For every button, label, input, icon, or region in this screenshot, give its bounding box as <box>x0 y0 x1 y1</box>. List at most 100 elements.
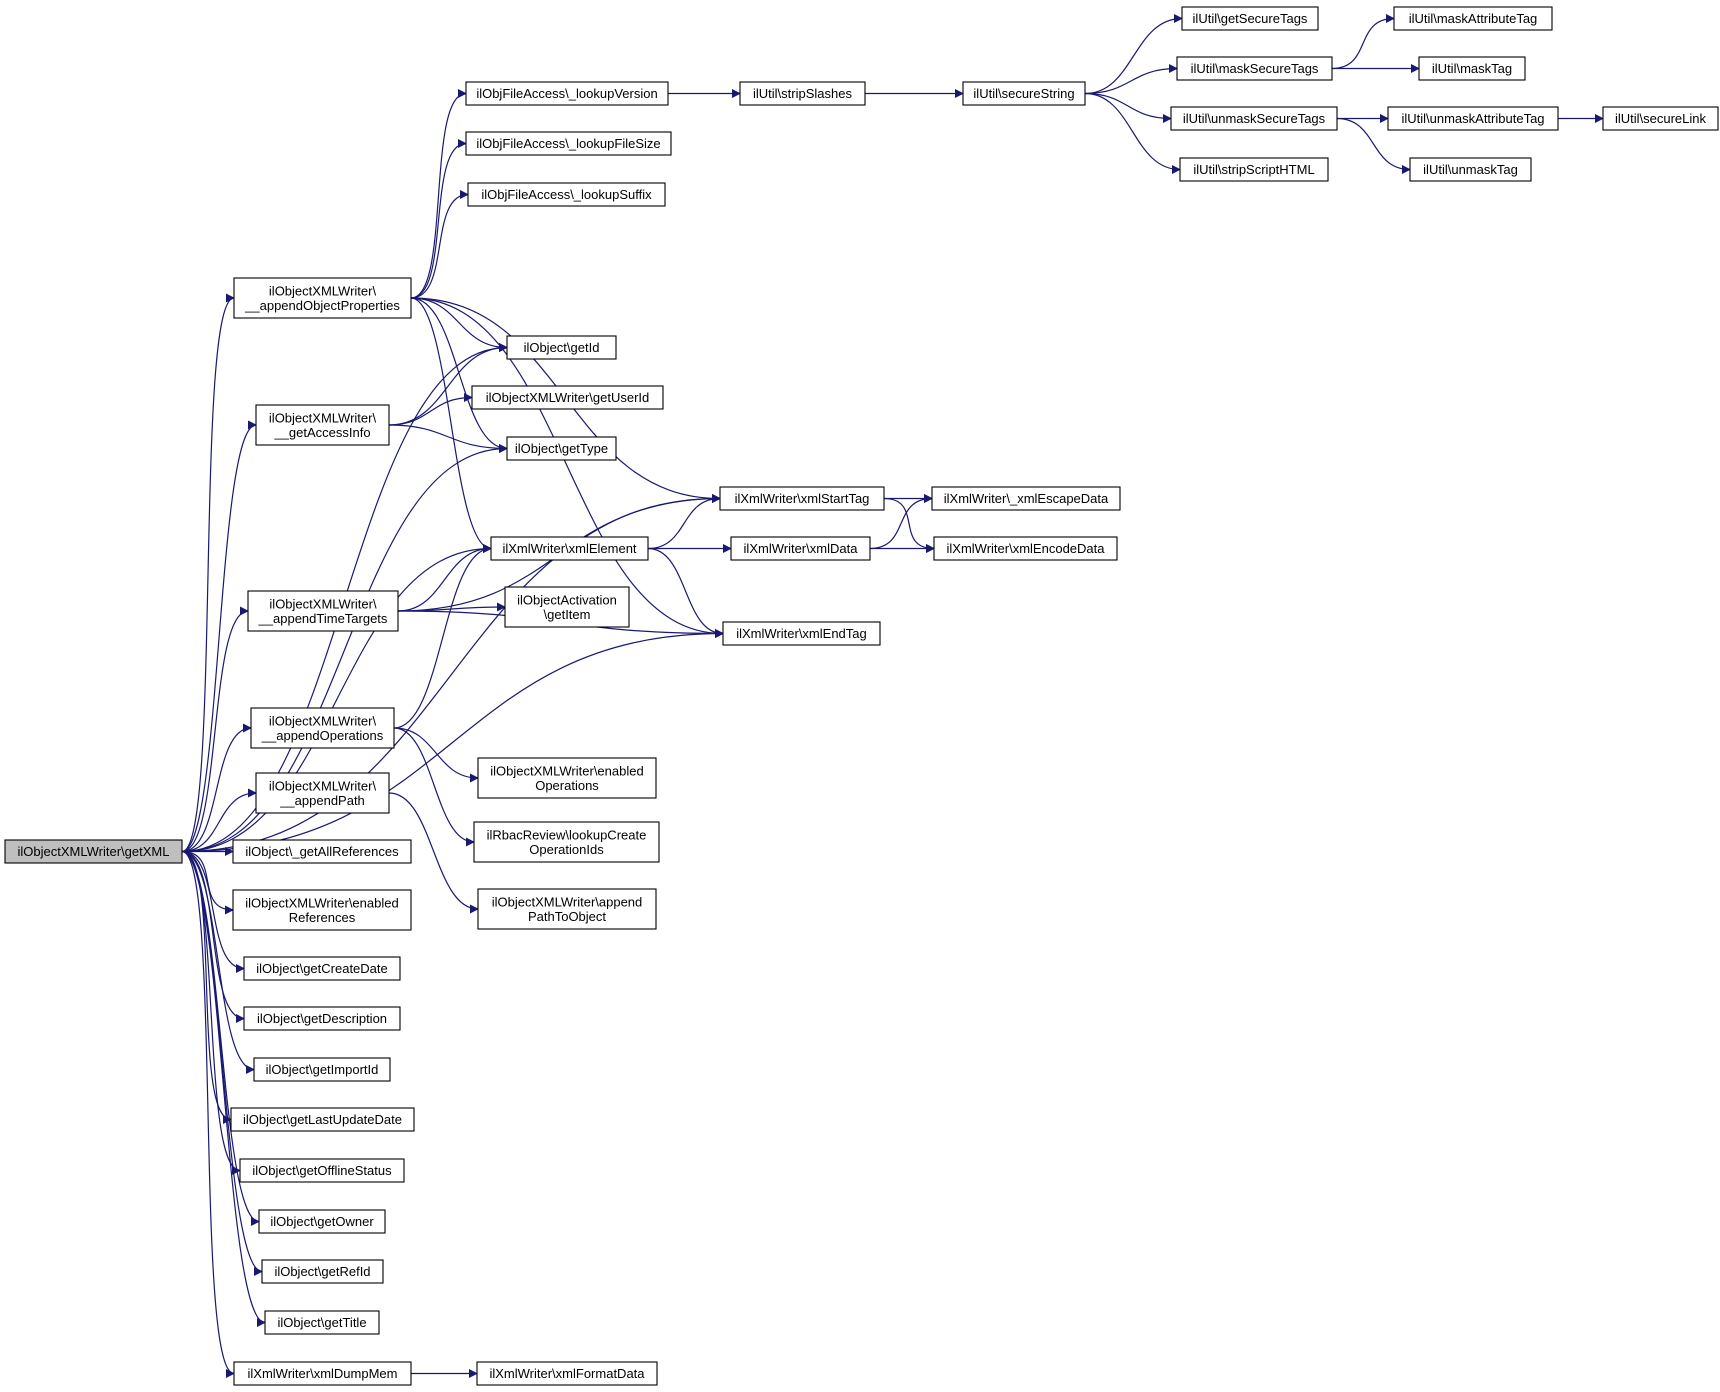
node-label-enabled-operations: Operations <box>535 778 599 793</box>
node-box-append-operations <box>250 707 395 749</box>
edge-append-time-targets-to-xml-element <box>397 544 492 612</box>
node-label-activation-get-item: \getItem <box>544 607 591 622</box>
node-label-append-path: ilObjectXMLWriter\ <box>269 778 377 793</box>
node-get-secure-tags[interactable]: ilUtil\getSecureTags <box>1181 6 1319 31</box>
node-append-time-targets[interactable]: ilObjectXMLWriter\__appendTimeTargets <box>247 590 399 632</box>
edge-xml-data-to-xml-escape-data <box>869 494 933 550</box>
node-get-all-references[interactable]: ilObject\_getAllReferences <box>232 839 412 864</box>
node-label-lookup-create-operation-ids: ilRbacReview\lookupCreate <box>487 827 647 842</box>
node-secure-string[interactable]: ilUtil\secureString <box>962 81 1086 106</box>
node-box-strip-script-html <box>1179 157 1329 182</box>
node-label-unmask-secure-tags: ilUtil\unmaskSecureTags <box>1183 111 1326 126</box>
node-xml-encode-data[interactable]: ilXmlWriter\xmlEncodeData <box>933 536 1118 561</box>
node-strip-script-html[interactable]: ilUtil\stripScriptHTML <box>1179 157 1329 182</box>
node-get-user-id[interactable]: ilObjectXMLWriter\getUserId <box>471 385 664 410</box>
node-unmask-attribute-tag[interactable]: ilUtil\unmaskAttributeTag <box>1387 106 1559 131</box>
node-strip-slashes[interactable]: ilUtil\stripSlashes <box>739 81 866 106</box>
node-get-create-date[interactable]: ilObject\getCreateDate <box>243 956 401 981</box>
edge-append-object-properties-to-xml-element <box>410 297 492 553</box>
node-lookup-version[interactable]: ilObjFileAccess\_lookupVersion <box>465 81 669 106</box>
node-xml-element[interactable]: ilXmlWriter\xmlElement <box>490 536 649 561</box>
edge-secure-string-to-unmask-secure-tags <box>1084 92 1172 123</box>
edge-append-object-properties-to-lookup-version <box>410 89 467 299</box>
nodes-layer: ilObjectXMLWriter\getXML ilObjectXMLWrite… <box>4 6 1719 1386</box>
edge-get-xml-to-append-operations <box>181 723 252 853</box>
node-label-get-import-id: ilObject\getImportId <box>266 1062 379 1077</box>
node-box-get-user-id <box>471 385 664 410</box>
edge-append-object-properties-to-xml-end-tag <box>410 297 724 638</box>
node-mask-attribute-tag[interactable]: ilUtil\maskAttributeTag <box>1393 6 1553 31</box>
node-get-ref-id[interactable]: ilObject\getRefId <box>261 1259 384 1284</box>
node-append-object-properties[interactable]: ilObjectXMLWriter\__appendObjectProperti… <box>233 277 412 319</box>
edge-xml-element-to-xml-end-tag <box>647 547 724 638</box>
node-box-enabled-operations <box>477 757 657 799</box>
node-label-secure-link: ilUtil\secureLink <box>1615 111 1707 126</box>
node-label-get-id: ilObject\getId <box>524 340 600 355</box>
node-activation-get-item[interactable]: ilObjectActivation\getItem <box>504 586 630 628</box>
node-get-import-id[interactable]: ilObject\getImportId <box>253 1057 391 1082</box>
node-get-xml[interactable]: ilObjectXMLWriter\getXML <box>4 839 183 864</box>
node-get-offline-status[interactable]: ilObject\getOfflineStatus <box>239 1158 405 1183</box>
edge-get-xml-to-xml-element <box>181 544 492 853</box>
edge-xml-element-to-xml-start-tag <box>647 494 721 550</box>
node-label-xml-element: ilXmlWriter\xmlElement <box>502 541 636 556</box>
node-label-append-object-properties: __appendObjectProperties <box>244 298 400 313</box>
node-xml-dump-mem[interactable]: ilXmlWriter\xmlDumpMem <box>233 1361 412 1386</box>
node-label-get-last-update-date: ilObject\getLastUpdateDate <box>243 1112 402 1127</box>
node-mask-secure-tags[interactable]: ilUtil\maskSecureTags <box>1176 56 1333 81</box>
node-box-get-secure-tags <box>1181 6 1319 31</box>
edge-unmask-secure-tags-to-unmask-tag <box>1336 117 1411 174</box>
node-append-path[interactable]: ilObjectXMLWriter\__appendPath <box>255 772 390 814</box>
node-get-description[interactable]: ilObject\getDescription <box>243 1006 401 1031</box>
node-label-secure-string: ilUtil\secureString <box>973 86 1074 101</box>
node-secure-link[interactable]: ilUtil\secureLink <box>1602 106 1719 131</box>
node-unmask-tag[interactable]: ilUtil\unmaskTag <box>1409 157 1532 182</box>
edge-xml-start-tag-to-xml-encode-data <box>883 497 935 553</box>
edge-get-access-info-to-get-type <box>388 424 508 453</box>
node-label-xml-end-tag: ilXmlWriter\xmlEndTag <box>736 626 867 641</box>
node-append-operations[interactable]: ilObjectXMLWriter\__appendOperations <box>250 707 395 749</box>
node-box-get-owner <box>258 1209 386 1234</box>
node-get-title[interactable]: ilObject\getTitle <box>264 1310 380 1335</box>
node-lookup-suffix[interactable]: ilObjFileAccess\_lookupSuffix <box>467 182 666 207</box>
node-unmask-secure-tags[interactable]: ilUtil\unmaskSecureTags <box>1170 106 1338 131</box>
node-label-get-secure-tags: ilUtil\getSecureTags <box>1193 11 1308 26</box>
node-label-get-title: ilObject\getTitle <box>277 1315 366 1330</box>
node-box-strip-slashes <box>739 81 866 106</box>
node-get-type[interactable]: ilObject\getType <box>506 436 617 461</box>
node-get-last-update-date[interactable]: ilObject\getLastUpdateDate <box>230 1107 415 1132</box>
node-label-append-time-targets: __appendTimeTargets <box>258 611 388 626</box>
node-xml-data[interactable]: ilXmlWriter\xmlData <box>730 536 871 561</box>
node-xml-escape-data[interactable]: ilXmlWriter\_xmlEscapeData <box>931 486 1121 511</box>
node-label-append-object-properties: ilObjectXMLWriter\ <box>269 283 377 298</box>
node-xml-end-tag[interactable]: ilXmlWriter\xmlEndTag <box>722 621 881 646</box>
node-box-get-last-update-date <box>230 1107 415 1132</box>
node-get-access-info[interactable]: ilObjectXMLWriter\__getAccessInfo <box>255 404 390 446</box>
node-label-xml-data: ilXmlWriter\xmlData <box>744 541 859 556</box>
edge-get-xml-to-get-create-date <box>181 850 245 973</box>
node-box-secure-string <box>962 81 1086 106</box>
edge-mask-secure-tags-to-mask-attribute-tag <box>1331 14 1395 70</box>
node-box-append-path-to-object <box>477 888 657 930</box>
node-box-xml-format-data <box>476 1361 658 1386</box>
node-get-owner[interactable]: ilObject\getOwner <box>258 1209 386 1234</box>
node-box-append-object-properties <box>233 277 412 319</box>
node-xml-format-data[interactable]: ilXmlWriter\xmlFormatData <box>476 1361 658 1386</box>
node-xml-start-tag[interactable]: ilXmlWriter\xmlStartTag <box>719 486 885 511</box>
edge-get-xml-to-get-title <box>181 850 266 1327</box>
node-get-id[interactable]: ilObject\getId <box>506 335 617 360</box>
node-box-secure-link <box>1602 106 1719 131</box>
node-box-activation-get-item <box>504 586 630 628</box>
node-label-append-time-targets: ilObjectXMLWriter\ <box>269 596 377 611</box>
node-box-lookup-file-size <box>465 131 672 156</box>
node-label-unmask-attribute-tag: ilUtil\unmaskAttributeTag <box>1401 111 1544 126</box>
node-mask-tag[interactable]: ilUtil\maskTag <box>1418 56 1526 81</box>
node-label-strip-script-html: ilUtil\stripScriptHTML <box>1193 162 1314 177</box>
edge-append-path-to-append-path-to-object <box>388 792 479 914</box>
node-lookup-file-size[interactable]: ilObjFileAccess\_lookupFileSize <box>465 131 672 156</box>
node-box-get-offline-status <box>239 1158 405 1183</box>
